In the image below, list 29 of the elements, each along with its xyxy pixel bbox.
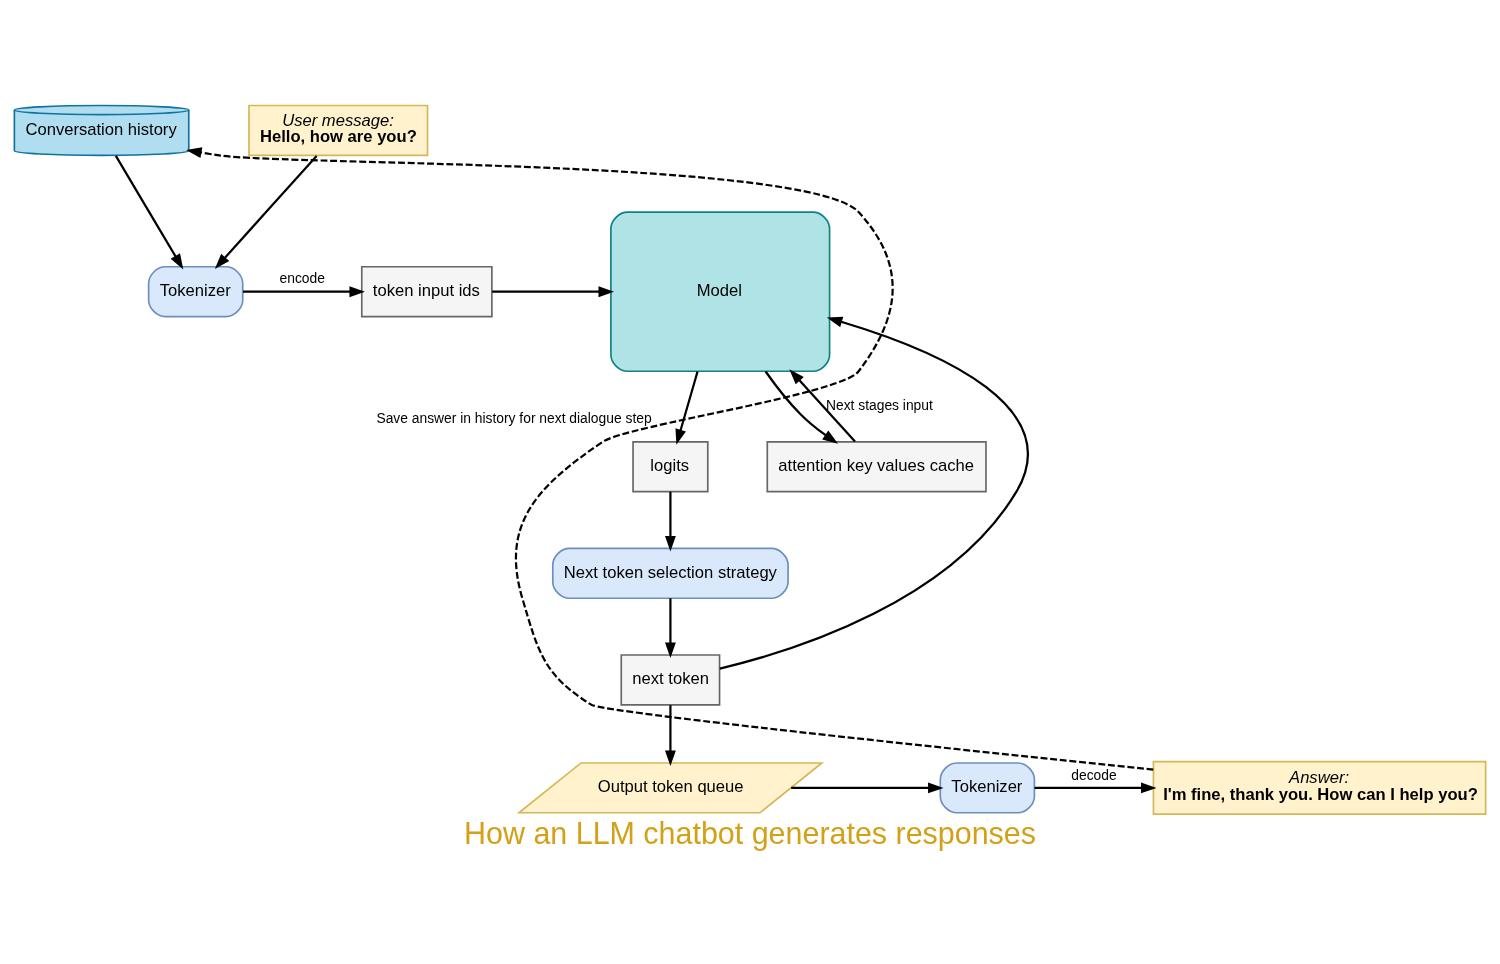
node-box: Next token selection strategy xyxy=(551,547,789,600)
node-box: next token xyxy=(620,654,721,706)
node-box: Model xyxy=(610,211,831,373)
node-box: attention key values cache xyxy=(766,441,987,493)
arrow xyxy=(243,286,365,298)
edge-label: Next stages input xyxy=(825,397,933,414)
arrow xyxy=(789,369,856,443)
edge-label: decode xyxy=(1071,766,1117,783)
arrow xyxy=(492,286,614,298)
edge-label: Save answer in history for next dialogue step xyxy=(376,409,652,426)
edge-label: encode xyxy=(279,270,325,287)
arrow xyxy=(665,705,676,767)
node-box: Tokenizer xyxy=(939,762,1036,814)
arrow xyxy=(214,155,318,269)
arrow xyxy=(186,147,1154,771)
node-box: Tokenizer xyxy=(147,265,244,318)
node-box: token input ids xyxy=(360,265,493,318)
arrow xyxy=(665,491,676,552)
arrow xyxy=(764,370,839,444)
arrow xyxy=(791,782,944,794)
arrow xyxy=(114,155,184,270)
caption: How an LLM chatbot generates responses xyxy=(464,816,1036,851)
arrow xyxy=(665,598,676,659)
node-box: User message: Hello, how are you? xyxy=(248,104,429,157)
arrow xyxy=(675,371,699,445)
node-box: Answer: I'm fine, thank you. How can I help you? xyxy=(1152,760,1487,815)
node-box: logits xyxy=(632,441,709,493)
arrow xyxy=(1034,782,1157,794)
arrow xyxy=(719,316,1029,670)
